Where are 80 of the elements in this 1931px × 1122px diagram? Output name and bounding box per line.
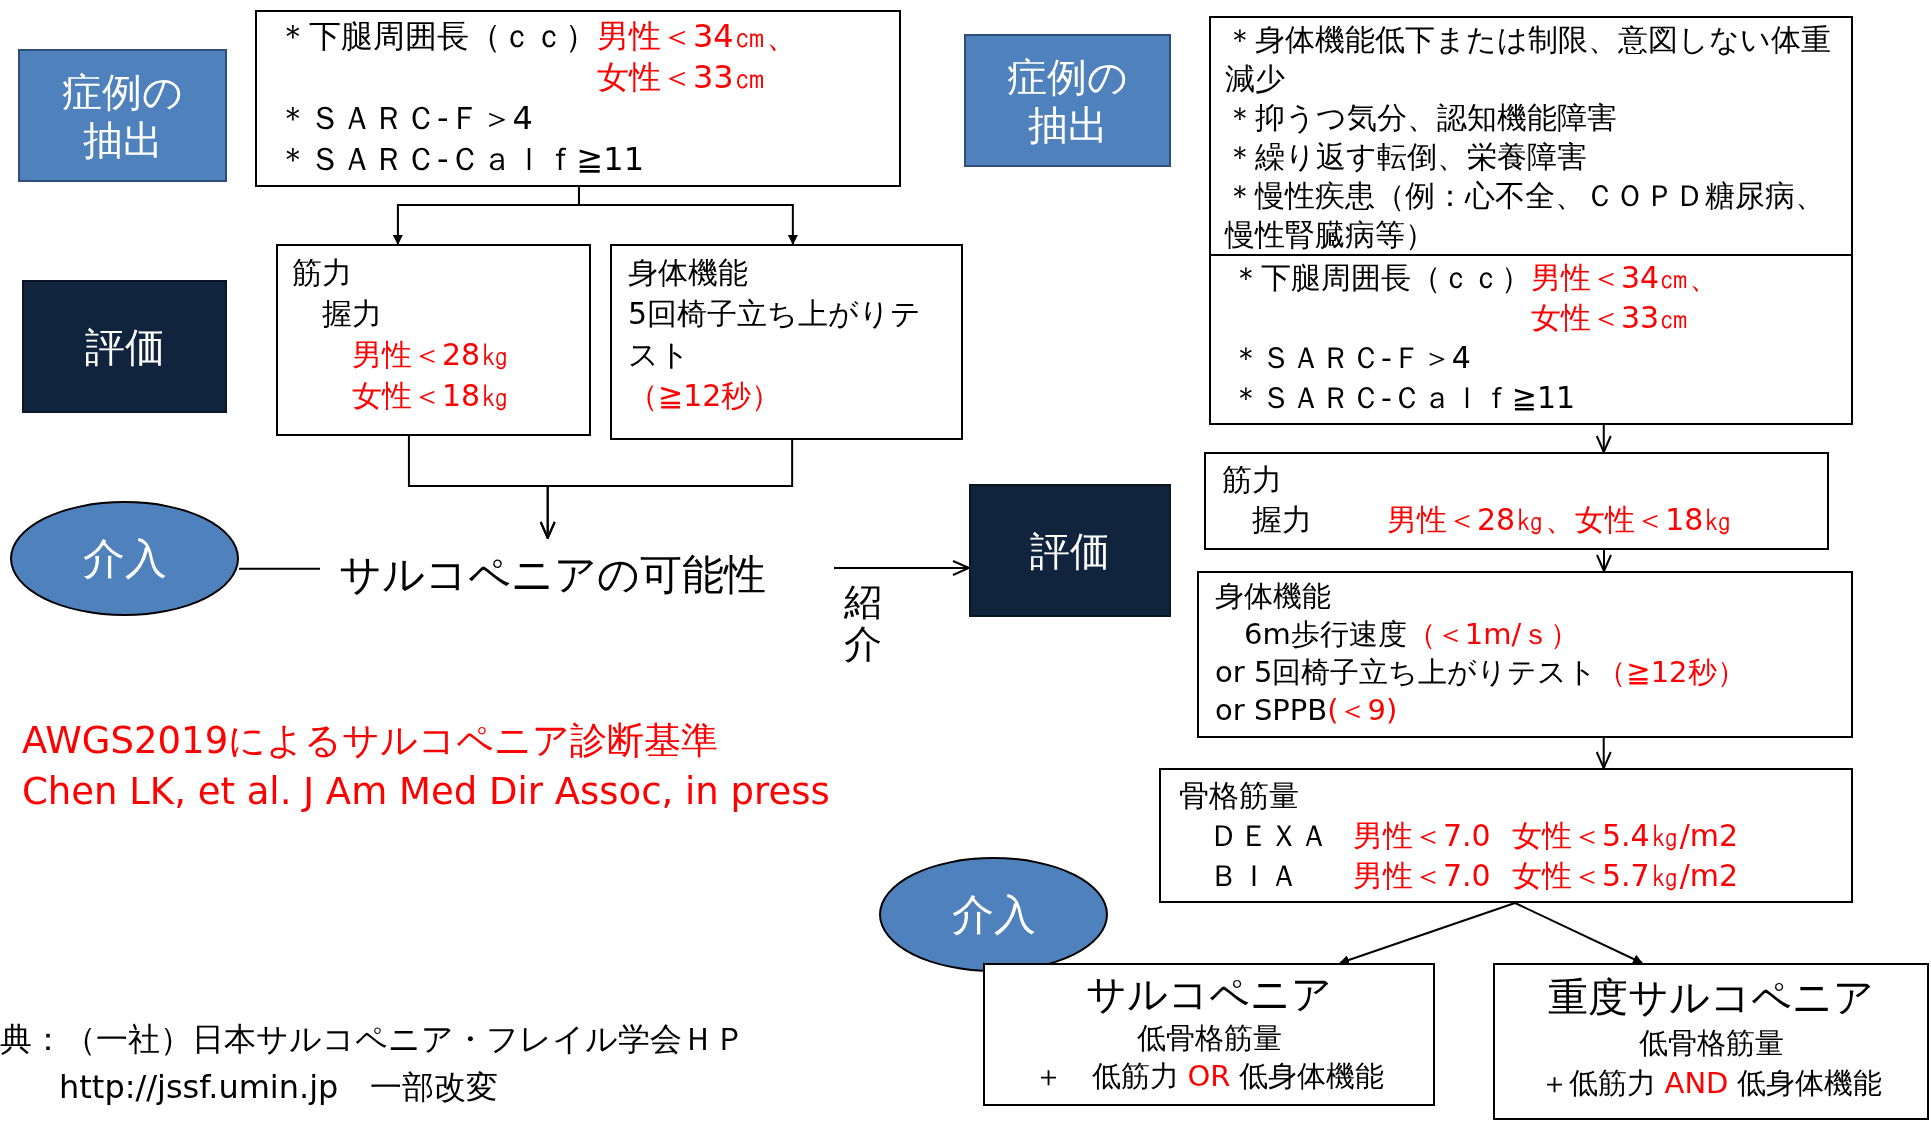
criteria-box bbox=[610, 244, 963, 440]
node-text: ＊慢性疾患（例：心不全、ＣＯＰＤ糖尿病、慢性腎臓病等） bbox=[1225, 177, 1826, 254]
source-note: 典：（一社）日本サルコペニア・フレイル学会ＨＰ bbox=[0, 1019, 746, 1060]
criteria-box bbox=[1493, 963, 1929, 1120]
node-text: 男性＜34㎝、女性＜33㎝ bbox=[597, 16, 799, 98]
node-text: or SPPB bbox=[1215, 692, 1328, 729]
node-text: 女性＜5.4㎏/m2 bbox=[1512, 817, 1739, 855]
criteria-box bbox=[1209, 16, 1853, 256]
node-text: ＊ＳＡＲＣ-Ｃａｌｆ≧11 bbox=[277, 139, 645, 180]
node-text: 握力 bbox=[1252, 501, 1312, 539]
node-text: 症例の抽出 bbox=[1006, 52, 1129, 149]
arrow bbox=[1596, 549, 1612, 572]
criteria-box bbox=[276, 244, 591, 436]
node-text: 低骨格筋量 bbox=[1136, 1020, 1282, 1057]
node-text: 男性＜7.0 bbox=[1353, 817, 1492, 855]
reference-title: AWGS2019によるサルコペニア診断基準 bbox=[22, 718, 719, 764]
node-text: 5回椅子立ち上がりテスト bbox=[628, 295, 923, 374]
connector-line bbox=[238, 567, 321, 570]
node-text: or 5回椅子立ち上がりテスト bbox=[1215, 654, 1598, 691]
node-text: 低筋力 bbox=[1091, 1058, 1179, 1095]
node-text: ＊ＳＡＲＣ-Ｃａｌｆ≧11 bbox=[1231, 379, 1576, 417]
node-text: サルコペニア bbox=[1086, 970, 1332, 1019]
node-text: 介入 bbox=[951, 889, 1036, 940]
criteria-box bbox=[1209, 254, 1853, 425]
node-text: 症例の抽出 bbox=[61, 67, 184, 164]
node-text: AND bbox=[1664, 1065, 1729, 1102]
node-text: 筋力 bbox=[1222, 461, 1282, 499]
step-label-box bbox=[18, 49, 227, 182]
source-url: http://jssf.umin.jp 一部改変 bbox=[59, 1067, 499, 1108]
node-text: 身体機能 bbox=[1215, 578, 1331, 615]
node-text: 骨格筋量 bbox=[1179, 777, 1299, 815]
node-text: ＊下腿周囲長（ｃｃ） bbox=[277, 16, 597, 57]
node-text: （＜1m/ｓ） bbox=[1406, 616, 1580, 653]
criteria-box bbox=[1159, 768, 1853, 903]
node-text: 重度サルコペニア bbox=[1548, 973, 1874, 1022]
criteria-box bbox=[983, 963, 1435, 1106]
step-label-box bbox=[22, 280, 227, 413]
citation-text: Chen LK, et al. J Am Med Dir Assoc, in press bbox=[22, 770, 830, 813]
node-text: (＜9) bbox=[1327, 692, 1398, 729]
arrow bbox=[1595, 424, 1612, 453]
node-text: 介入 bbox=[82, 533, 167, 584]
node-text: 握力 bbox=[322, 295, 382, 333]
node-text: ＊下腿周囲長（ｃｃ） bbox=[1231, 259, 1531, 297]
node-text: ＊ＳＡＲＣ-Ｆ＞4 bbox=[1231, 339, 1471, 377]
criteria-box bbox=[1197, 571, 1853, 738]
node-text: 筋力 bbox=[292, 254, 352, 292]
node-text: ＤＥＸＡ bbox=[1209, 817, 1330, 855]
node-text: ＊ＳＡＲＣ-Ｆ＞4 bbox=[277, 98, 533, 139]
step-label-box bbox=[964, 34, 1171, 167]
arrow bbox=[1514, 902, 1644, 964]
node-text: 男性＜28㎏、女性＜18㎏ bbox=[1387, 501, 1734, 539]
criteria-box bbox=[255, 10, 901, 187]
node-text: ＋ bbox=[1033, 1058, 1063, 1095]
node-text: ＊抑うつ気分、認知機能障害 bbox=[1225, 99, 1617, 137]
step-label-box bbox=[969, 484, 1171, 617]
result-text: サルコペニアの可能性 bbox=[339, 550, 766, 600]
node-text: 低身体機能 bbox=[1239, 1058, 1385, 1095]
node-text: （≧12秒） bbox=[1597, 654, 1746, 691]
node-text: 男性＜34㎝、女性＜33㎝ bbox=[1531, 259, 1720, 337]
arrow bbox=[1339, 902, 1516, 965]
node-text: OR bbox=[1187, 1058, 1231, 1095]
node-text: 男性＜28㎏女性＜18㎏ bbox=[352, 336, 511, 415]
node-text: 評価 bbox=[84, 322, 165, 371]
node-text: ＊身体機能低下または制限、意図しない体重減少 bbox=[1225, 21, 1832, 98]
node-text: 男性＜7.0 bbox=[1353, 857, 1492, 895]
criteria-box bbox=[1204, 452, 1829, 550]
arrow bbox=[539, 439, 794, 539]
node-text: 女性＜5.7㎏/m2 bbox=[1512, 857, 1739, 895]
node-text: 6m歩行速度 bbox=[1244, 616, 1407, 653]
arrow bbox=[1595, 737, 1612, 769]
node-text: 低骨格筋量 bbox=[1638, 1025, 1784, 1062]
node-text: ＋低筋力 bbox=[1539, 1065, 1656, 1102]
node-text: 低身体機能 bbox=[1737, 1065, 1883, 1102]
node-text: ＢＩＡ bbox=[1209, 857, 1300, 895]
node-text: （≧12秒） bbox=[628, 377, 782, 415]
node-text: 身体機能 bbox=[628, 254, 748, 292]
node-text: 評価 bbox=[1030, 526, 1110, 575]
arrow bbox=[577, 186, 798, 245]
node-text: ＊繰り返す転倒、栄養障害 bbox=[1225, 138, 1587, 176]
arrow bbox=[833, 559, 970, 576]
